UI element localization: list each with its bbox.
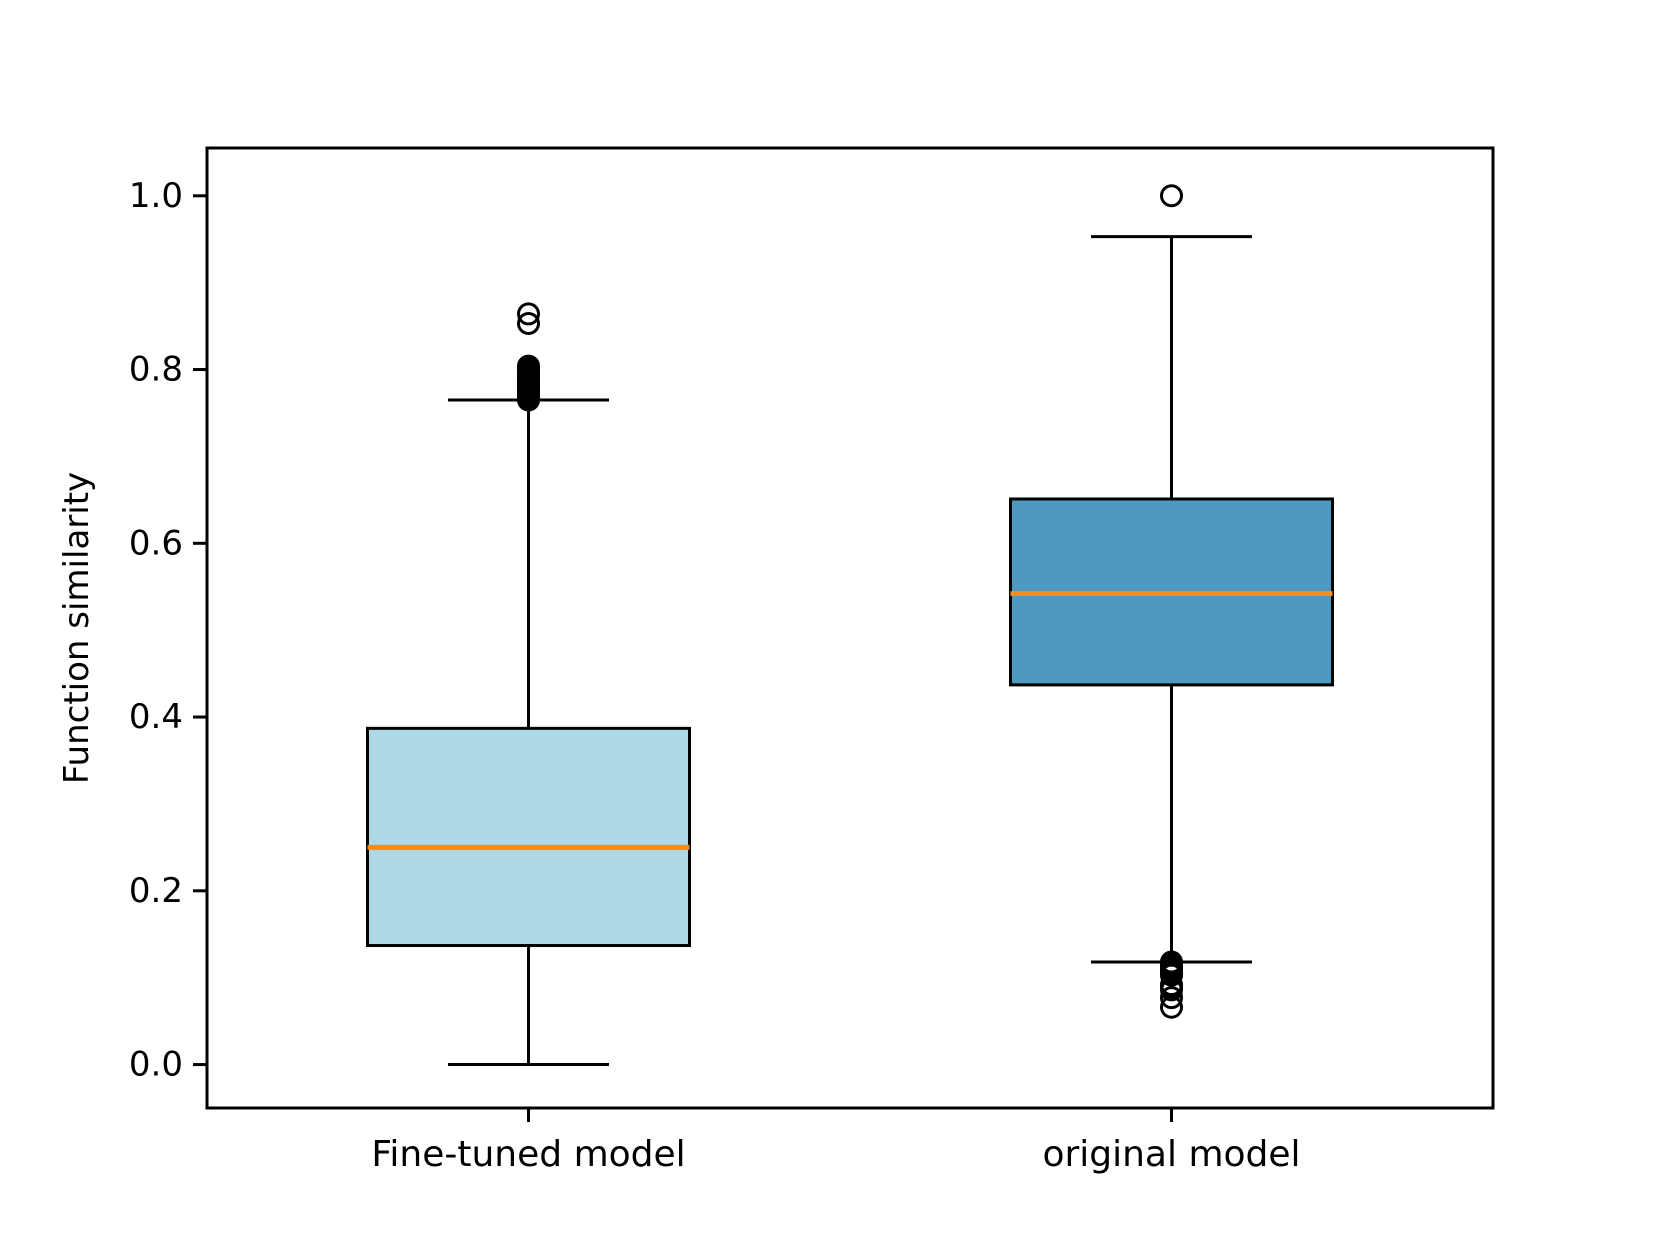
boxplot-original-model: original model xyxy=(1009,184,1334,1175)
y-tick-label: 0.0 xyxy=(129,1045,183,1085)
outlier-point xyxy=(517,354,540,378)
boxplot-fine-tuned-model: Fine-tuned model xyxy=(366,302,691,1175)
outlier-point xyxy=(1160,978,1183,1002)
y-tick-label: 1.0 xyxy=(129,176,183,216)
plot-border xyxy=(205,146,1495,1110)
x-tick-label-fine-tuned-model: Fine-tuned model xyxy=(371,1134,685,1175)
outlier-point xyxy=(1160,963,1183,987)
y-tick-label: 0.6 xyxy=(129,523,183,563)
outlier-point xyxy=(517,302,540,326)
y-tick-label: 0.4 xyxy=(129,697,183,737)
y-tick-label: 0.8 xyxy=(129,350,183,390)
x-tick-label-original-model: original model xyxy=(1042,1134,1300,1175)
outlier-point xyxy=(1160,995,1183,1019)
y-tick-label: 0.2 xyxy=(129,871,183,911)
outlier-point xyxy=(517,311,540,335)
outlier-point xyxy=(1160,184,1183,208)
iqr-box xyxy=(366,726,691,948)
outlier-point xyxy=(1160,986,1183,1010)
y-axis-label: Function similarity xyxy=(57,472,97,784)
